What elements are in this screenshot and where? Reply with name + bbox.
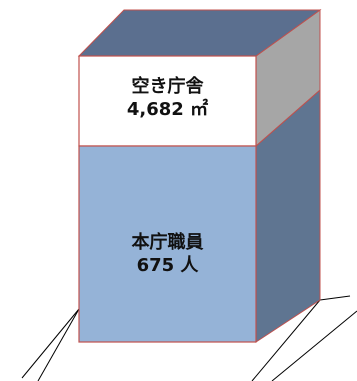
upper-block-title: 空き庁舎 [131, 76, 204, 97]
lower-block-count: 675 人 [136, 255, 199, 276]
ground-line-bottom-left [37, 308, 80, 381]
upper-block-label: 空き庁舎 4,682 ㎡ [79, 75, 256, 121]
ground-line-right [251, 299, 321, 381]
lower-block-front [78, 145, 257, 343]
lower-block-title: 本庁職員 [131, 232, 204, 253]
ground-line-far-right [271, 310, 357, 381]
lower-block-label: 本庁職員 675 人 [79, 231, 256, 277]
upper-block-area: 4,682 ㎡ [126, 99, 209, 120]
ground-line-right-top [319, 295, 351, 301]
upper-block-front [78, 55, 257, 147]
ground-lines [21, 295, 357, 381]
ground-line-left [21, 308, 80, 379]
